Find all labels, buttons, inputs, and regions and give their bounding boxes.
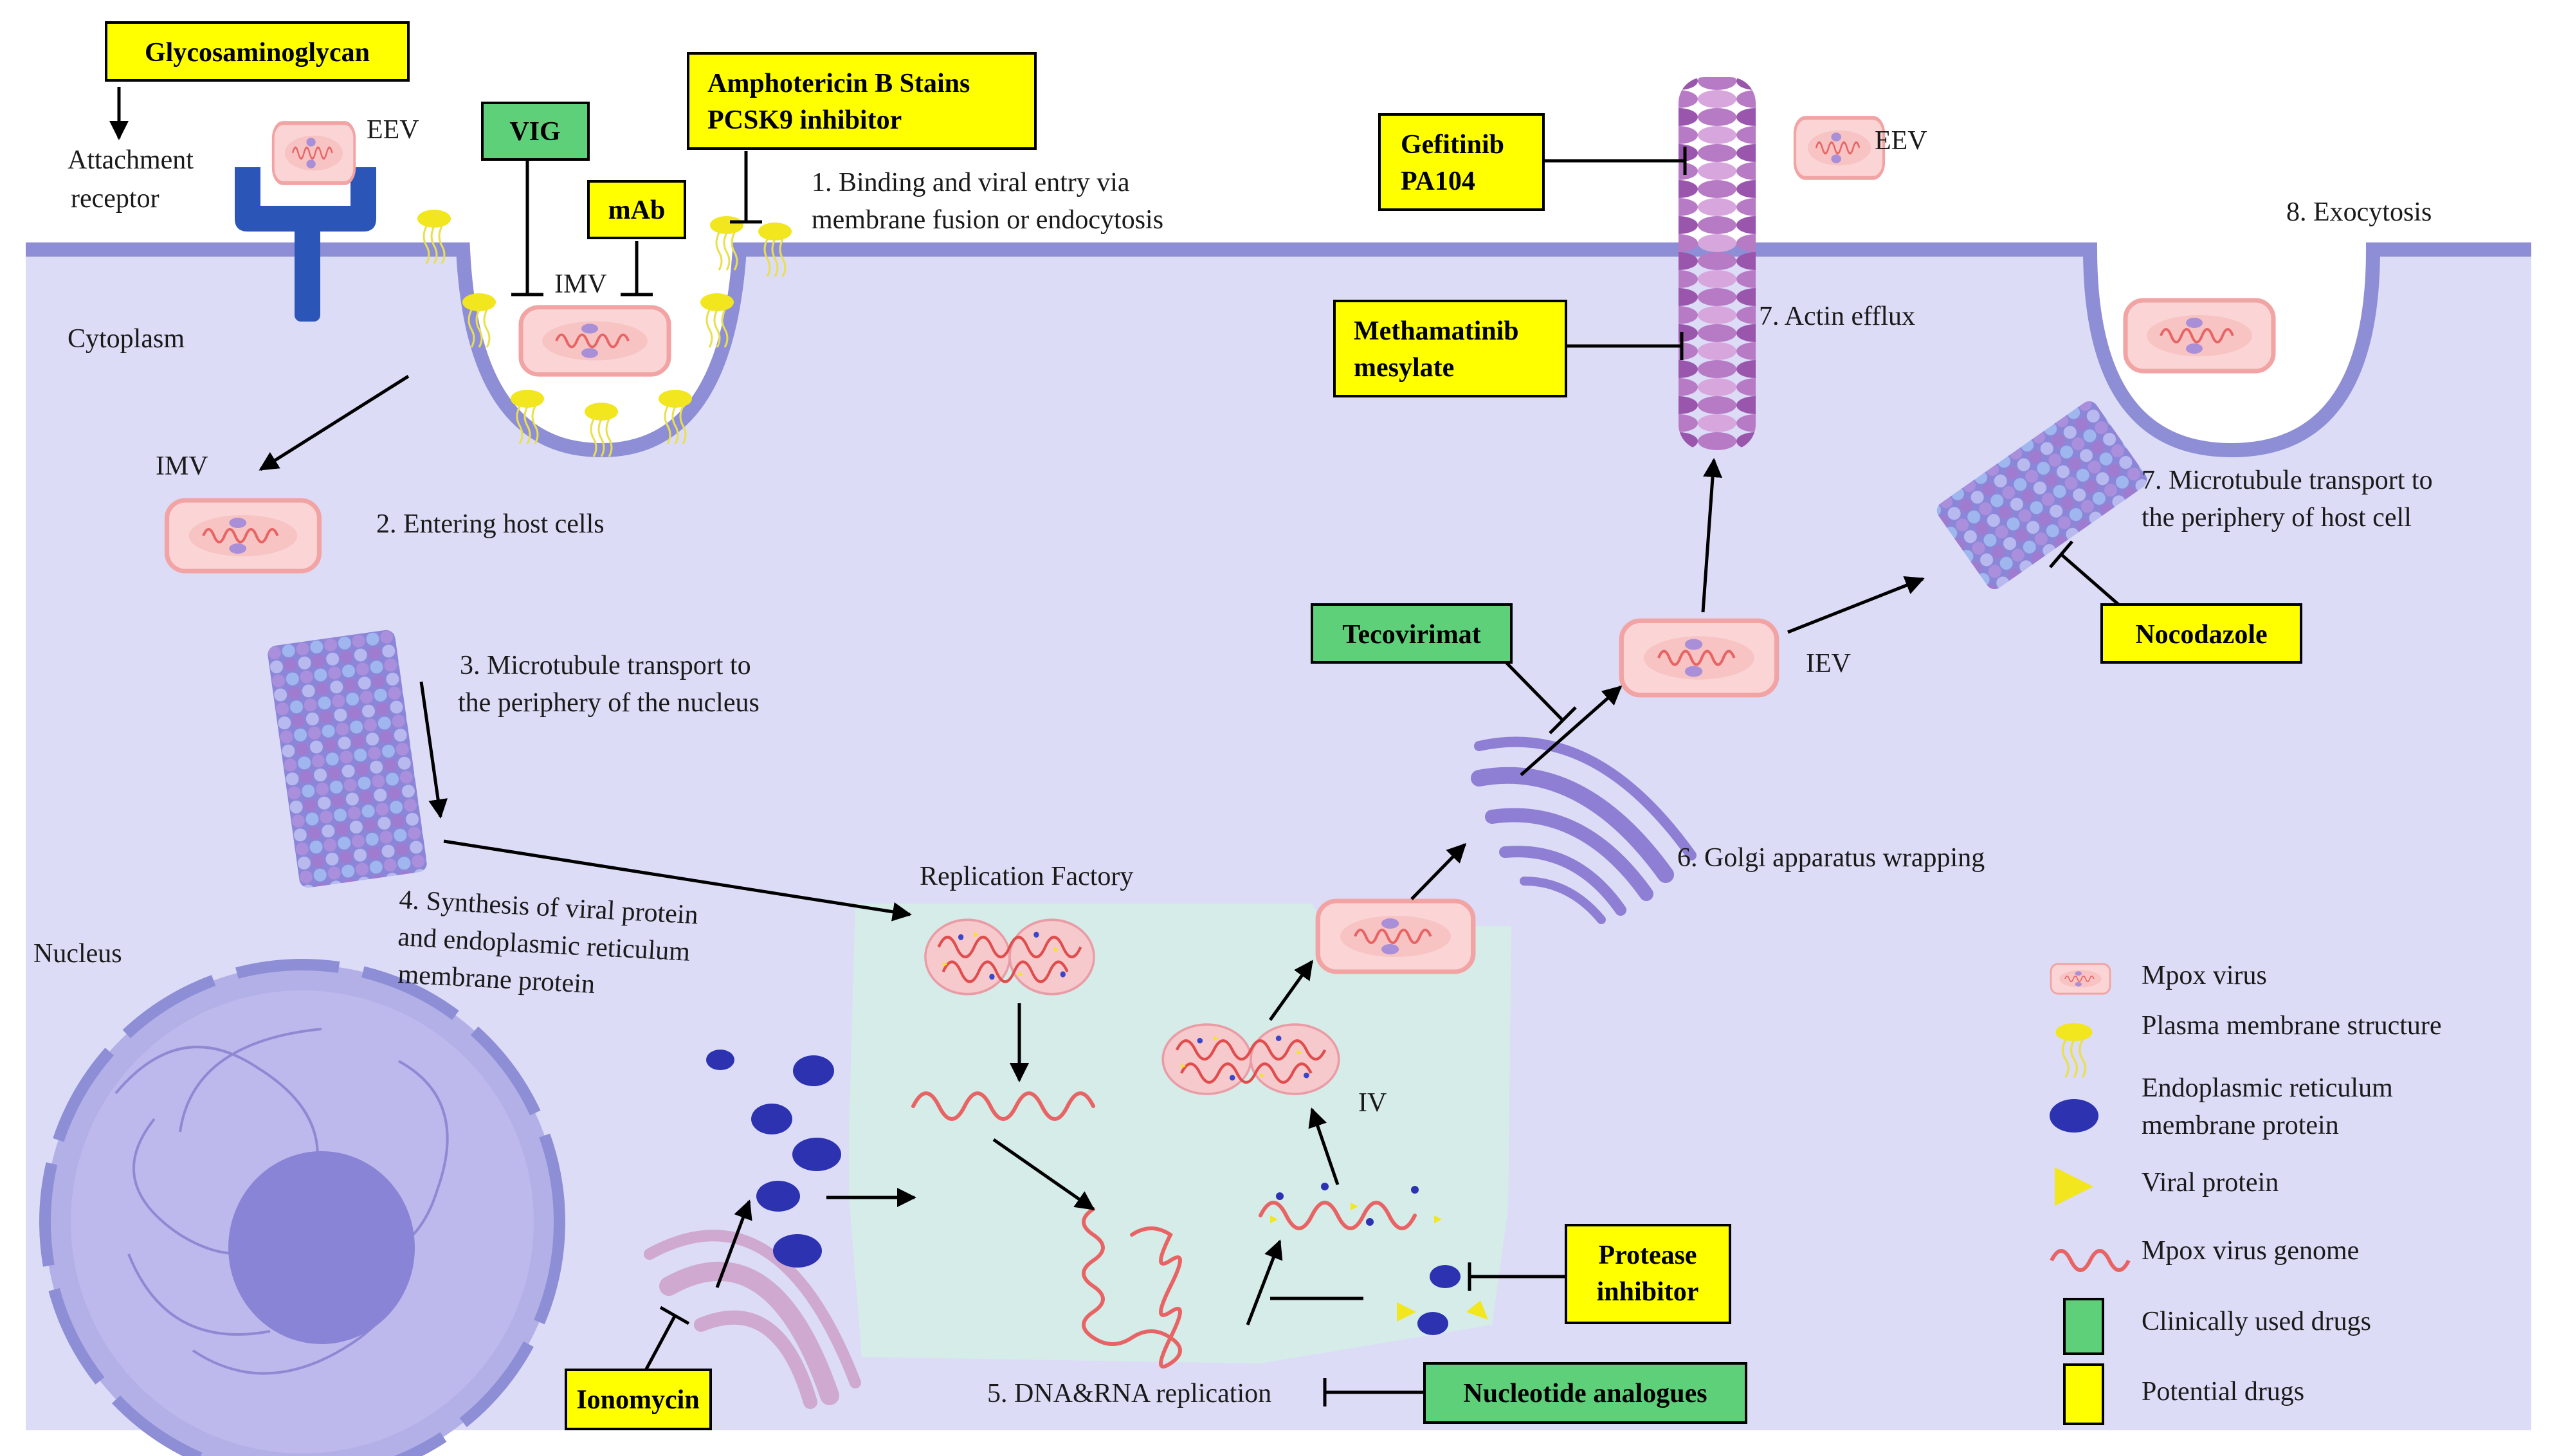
drug-amphotericin-line2: PCSK9 inhibitor bbox=[707, 105, 902, 135]
legend-clinical-swatch bbox=[2063, 1298, 2104, 1355]
drug-nucleotide: Nucleotide analogues bbox=[1423, 1362, 1747, 1424]
imv-virus-membrane bbox=[521, 307, 669, 375]
label-imv-left: IMV bbox=[156, 451, 208, 481]
drug-vig: VIG bbox=[481, 102, 590, 161]
replication-factory bbox=[849, 904, 1511, 1363]
viral-protein-triangles bbox=[1397, 1300, 1488, 1322]
drug-gefitinib-line2: PA104 bbox=[1401, 167, 1475, 196]
attachment-receptor bbox=[235, 167, 376, 322]
legend-genome: Mpox virus genome bbox=[2050, 1236, 2359, 1272]
drug-glycosaminoglycan-label: Glycosaminoglycan bbox=[145, 38, 370, 68]
label-step1-1: 1. Binding and viral entry via bbox=[812, 168, 1130, 197]
drug-nucleotide-label: Nucleotide analogues bbox=[1463, 1379, 1707, 1408]
golgi-lower bbox=[644, 1230, 861, 1409]
legend-plasma-membrane-label: Plasma membrane structure bbox=[2142, 1011, 2442, 1041]
label-step7-actin: 7. Actin efflux bbox=[1759, 302, 1915, 331]
drug-protease: Protease inhibitor bbox=[1565, 1224, 1731, 1324]
label-step3-1: 3. Microtubule transport to bbox=[460, 651, 751, 680]
drug-ionomycin-label: Ionomycin bbox=[576, 1385, 699, 1415]
legend-viral-protein: Viral protein bbox=[2055, 1167, 2279, 1206]
labels: Attachment receptor EEV IMV 1. Binding a… bbox=[33, 115, 2433, 1408]
legend-potential-swatch bbox=[2063, 1363, 2104, 1425]
label-step8: 8. Exocytosis bbox=[2286, 197, 2432, 227]
label-step3-2: the periphery of the nucleus bbox=[458, 688, 760, 718]
golgi-right bbox=[1471, 736, 1697, 924]
nucleolus bbox=[228, 1151, 415, 1344]
genome-strands bbox=[911, 1091, 1417, 1369]
label-step1-2: membrane fusion or endocytosis bbox=[812, 205, 1163, 235]
label-step7-mt-2: the periphery of host cell bbox=[2142, 503, 2412, 532]
legend: Mpox virus Plasma membrane structure End… bbox=[2050, 961, 2442, 1425]
budding-virus bbox=[1318, 901, 1473, 972]
microtubule-left bbox=[268, 630, 427, 888]
label-iv: IV bbox=[1358, 1088, 1387, 1118]
label-step6: 6. Golgi apparatus wrapping bbox=[1677, 843, 1985, 873]
cytoplasm bbox=[26, 250, 2531, 1430]
label-replication-factory: Replication Factory bbox=[920, 862, 1133, 891]
er-membrane-proteins bbox=[706, 1050, 1460, 1335]
legend-er-protein-icon bbox=[2050, 1099, 2098, 1133]
legend-mpox-virus: Mpox virus bbox=[2050, 961, 2267, 995]
label-step2: 2. Entering host cells bbox=[376, 509, 605, 539]
drug-tecovirimat: Tecovirimat bbox=[1311, 603, 1513, 664]
legend-genome-icon bbox=[2050, 1249, 2131, 1272]
viral-proteins-dots bbox=[1270, 1183, 1442, 1226]
legend-er-protein: Endoplasmic reticulum membrane protein bbox=[2050, 1073, 2393, 1140]
drug-protease-line1: Protease bbox=[1598, 1241, 1697, 1270]
drug-vig-label: VIG bbox=[509, 117, 560, 147]
legend-mpox-virus-label: Mpox virus bbox=[2142, 961, 2267, 990]
arrows bbox=[109, 87, 1925, 1325]
drug-nocodazole: Nocodazole bbox=[2100, 603, 2302, 664]
drug-nocodazole-label: Nocodazole bbox=[2135, 620, 2267, 650]
legend-genome-label: Mpox virus genome bbox=[2142, 1236, 2359, 1266]
drug-gefitinib-line1: Gefitinib bbox=[1401, 130, 1504, 159]
legend-clinical: Clinically used drugs bbox=[2063, 1298, 2371, 1355]
label-step7-mt-1: 7. Microtubule transport to bbox=[2142, 466, 2433, 495]
label-iev: IEV bbox=[1806, 649, 1851, 678]
drug-methamatinib-line2: mesylate bbox=[1354, 353, 1454, 383]
legend-potential-label: Potential drugs bbox=[2142, 1377, 2304, 1406]
label-imv-membrane: IMV bbox=[554, 269, 607, 299]
legend-viral-protein-label: Viral protein bbox=[2142, 1168, 2279, 1197]
legend-virus-icon bbox=[2050, 963, 2111, 995]
legend-er-protein-label-1: Endoplasmic reticulum bbox=[2142, 1073, 2393, 1103]
actin-filament bbox=[1679, 77, 1756, 450]
legend-er-protein-label-2: membrane protein bbox=[2142, 1111, 2339, 1140]
drug-ionomycin: Ionomycin bbox=[565, 1369, 712, 1430]
nucleus bbox=[39, 959, 565, 1456]
drug-gefitinib: Gefitinib PA104 bbox=[1378, 113, 1545, 211]
eev-virus-top bbox=[273, 123, 355, 183]
label-eev-right: EEV bbox=[1875, 126, 1927, 156]
drug-amphotericin: Amphotericin B Stains PCSK9 inhibitor bbox=[687, 52, 1037, 150]
drug-tecovirimat-label: Tecovirimat bbox=[1342, 620, 1480, 650]
microtubule-right bbox=[1936, 401, 2147, 590]
label-step5: 5. DNA&RNA replication bbox=[987, 1379, 1271, 1408]
legend-plasma-membrane: Plasma membrane structure bbox=[2054, 1011, 2442, 1078]
iev-virus bbox=[1621, 621, 1777, 695]
imv-virus-cytoplasm bbox=[167, 500, 320, 571]
label-attachment-1: Attachment bbox=[68, 145, 194, 175]
legend-clinical-label: Clinically used drugs bbox=[2142, 1307, 2371, 1336]
drug-protease-line2: inhibitor bbox=[1597, 1277, 1699, 1307]
drug-mab: mAb bbox=[587, 180, 686, 239]
drug-methamatinib: Methamatinib mesylate bbox=[1333, 300, 1567, 397]
legend-potential: Potential drugs bbox=[2063, 1363, 2304, 1425]
drug-amphotericin-line1: Amphotericin B Stains bbox=[707, 69, 970, 98]
drug-methamatinib-line1: Methamatinib bbox=[1354, 316, 1519, 346]
drug-mab-label: mAb bbox=[608, 196, 666, 225]
label-cytoplasm: Cytoplasm bbox=[68, 324, 185, 354]
label-attachment-2: receptor bbox=[71, 184, 159, 214]
legend-viral-protein-icon bbox=[2055, 1167, 2093, 1206]
label-nucleus: Nucleus bbox=[33, 939, 122, 969]
label-eev-top: EEV bbox=[367, 115, 419, 145]
inhibition-lines bbox=[511, 147, 2124, 1406]
exocytosis-virus bbox=[2125, 300, 2273, 371]
drug-glycosaminoglycan: Glycosaminoglycan bbox=[105, 21, 410, 82]
eev-virus-right bbox=[1795, 118, 1884, 178]
